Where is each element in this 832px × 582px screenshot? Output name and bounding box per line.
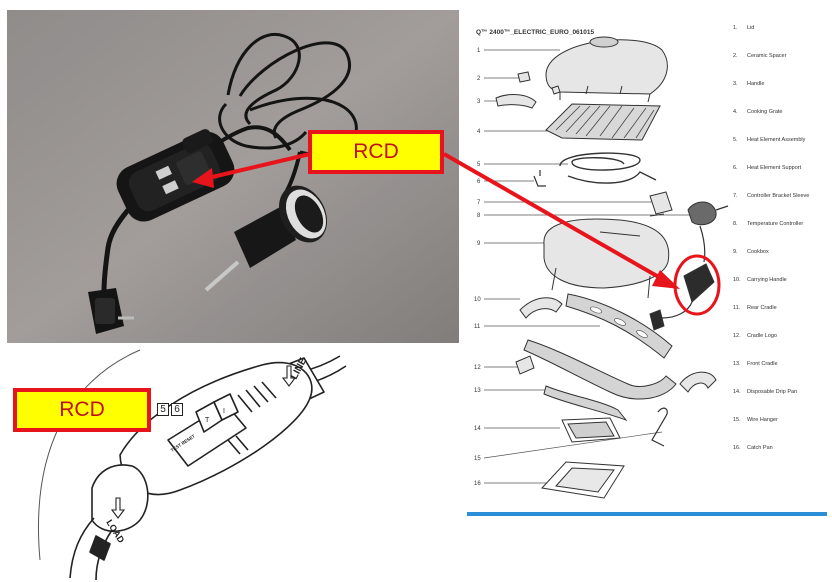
- part-number: 14: [474, 426, 481, 432]
- legend-row: 4. Cooking Grate: [733, 109, 831, 119]
- arrow-head-right: [652, 270, 680, 289]
- legend-number: 10.: [733, 277, 741, 283]
- legend-row: 13. Front Cradle: [733, 361, 831, 371]
- legend-name: Heat Element Support: [747, 165, 802, 171]
- rcd-device-diagram: [683, 263, 715, 303]
- legend-row: 12. Cradle Logo: [733, 333, 831, 343]
- part-number: 5: [477, 162, 481, 168]
- legend-row: 16. Catch Pan: [733, 445, 831, 455]
- diagram-bottom-rule: [467, 512, 827, 516]
- leader-lines: [483, 49, 700, 484]
- callout-box: 6: [171, 403, 183, 416]
- cable-lower: [101, 208, 130, 293]
- legend-name: Wire Hanger: [747, 417, 778, 423]
- button-mark-test: T: [205, 417, 210, 424]
- part-number: 6: [477, 179, 481, 185]
- legend-number: 13.: [733, 361, 741, 367]
- legend-number: 8.: [733, 221, 738, 227]
- rcd-line-drawing: [38, 349, 347, 581]
- legend-number: 12.: [733, 333, 741, 339]
- button-mark-reset: I: [223, 408, 225, 415]
- arrow-down-icon: [281, 365, 297, 387]
- rcd-photo: [7, 10, 459, 343]
- temperature-controller-photo: [204, 185, 327, 292]
- part-number: 4: [477, 129, 481, 135]
- part-number: 12: [474, 365, 481, 371]
- legend-name: Ceramic Spacer: [747, 53, 787, 59]
- arrow-down-icon: [110, 497, 126, 519]
- rcd-label-bottom: RCD: [13, 388, 151, 432]
- legend-row: 1. Lid: [733, 25, 831, 35]
- part-number: 13: [474, 388, 481, 394]
- legend-number: 16.: [733, 445, 741, 451]
- rcd-label-top: RCD: [308, 130, 444, 174]
- diagram-title: Q™ 2400™_ELECTRIC_EURO_061015: [476, 29, 595, 36]
- legend-name: Cookbox: [747, 249, 769, 255]
- red-arrows: [192, 152, 680, 289]
- part-number: 16: [474, 481, 481, 487]
- legend-row: 3. Handle: [733, 81, 831, 91]
- legend-number: 14.: [733, 389, 741, 395]
- legend-name: Catch Pan: [747, 445, 773, 451]
- part-number: 10: [474, 297, 481, 303]
- legend-name: Temperature Controller: [747, 221, 804, 227]
- part-number: 1: [477, 48, 481, 54]
- legend-name: Cooking Grate: [747, 109, 783, 115]
- legend-name: Carrying Handle: [747, 277, 787, 283]
- legend-number: 2.: [733, 53, 738, 59]
- legend-row: 11. Rear Cradle: [733, 305, 831, 315]
- callout-box: 5: [157, 403, 169, 416]
- legend-number: 5.: [733, 137, 738, 143]
- legend-number: 6.: [733, 165, 738, 171]
- legend-row: 5. Heat Element Assembly: [733, 137, 831, 147]
- legend-name: Controller Bracket Sleeve: [747, 193, 810, 199]
- arrow-head-left: [192, 168, 214, 188]
- legend-row: 8. Temperature Controller: [733, 221, 831, 231]
- legend-name: Handle: [747, 81, 765, 87]
- legend-name: Front Cradle: [747, 361, 778, 367]
- legend-number: 11.: [733, 305, 741, 311]
- legend-number: 15.: [733, 417, 741, 423]
- exploded-diagram: [483, 36, 729, 499]
- legend-number: 4.: [733, 109, 738, 115]
- part-number: 3: [477, 99, 481, 105]
- schuko-plug: [88, 288, 134, 334]
- legend-number: 9.: [733, 249, 738, 255]
- part-number: 8: [477, 213, 481, 219]
- legend-row: 6. Heat Element Support: [733, 165, 831, 175]
- part-number: 11: [474, 324, 481, 330]
- part-number-labels: 1 2 3 4 5 6 7 8 9 10 11 12 13 14 15 16: [474, 48, 481, 487]
- part-number: 2: [477, 76, 481, 82]
- legend-row: 2. Ceramic Spacer: [733, 53, 831, 63]
- legend-row: 10. Carrying Handle: [733, 277, 831, 287]
- part-number: 7: [477, 200, 481, 206]
- legend-number: 7.: [733, 193, 738, 199]
- legend-row: 7. Controller Bracket Sleeve: [733, 193, 831, 203]
- legend-name: Rear Cradle: [747, 305, 777, 311]
- legend-name: Lid: [747, 25, 755, 31]
- legend-row: 15. Wire Hanger: [733, 417, 831, 427]
- legend-row: 14. Disposable Drip Pan: [733, 389, 831, 399]
- part-number: 15: [474, 456, 481, 462]
- legend-number: 1.: [733, 25, 738, 31]
- legend-number: 3.: [733, 81, 738, 87]
- legend-name: Disposable Drip Pan: [747, 389, 798, 395]
- legend-name: Heat Element Assembly: [747, 137, 806, 143]
- part-number: 9: [477, 241, 481, 247]
- legend-name: Cradle Logo: [747, 333, 777, 339]
- legend-row: 9. Cookbox: [733, 249, 831, 259]
